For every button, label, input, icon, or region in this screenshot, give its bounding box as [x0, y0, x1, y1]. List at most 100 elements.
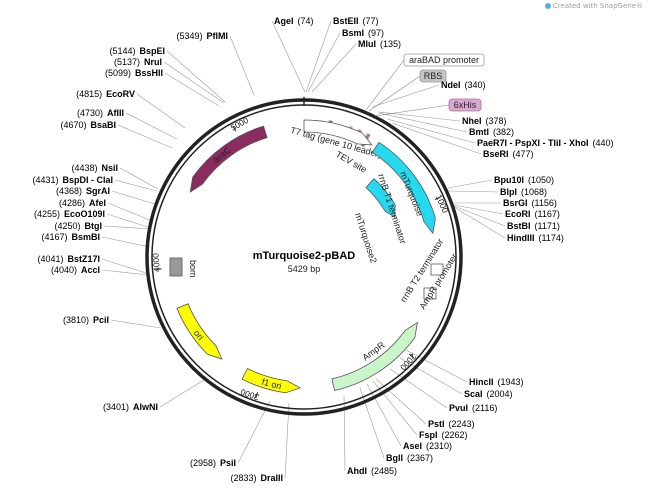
site-name-bpu10i: Bpu10I — [494, 175, 524, 185]
site-leader-agei — [271, 20, 306, 93]
site-leader-bspei — [166, 50, 226, 103]
site-pos-bsmbi: (4167) — [41, 232, 67, 242]
site-pcii: (3810)PciI — [63, 315, 109, 325]
site-pos-drai: (2833) — [230, 473, 256, 483]
site-name-agei: AgeI — [274, 16, 294, 26]
site-psti: (2243)PstI — [428, 419, 475, 429]
site-name-ecori: EcoRI — [505, 209, 531, 219]
site-name-alwni: AlwNI — [133, 402, 158, 412]
site-name-bspdi: BspDI - ClaI — [62, 175, 113, 185]
site-name-acci: AccI — [81, 265, 100, 275]
site-name-ahdi: AhdI — [347, 466, 367, 476]
site-leader-bstz17i — [101, 258, 150, 275]
site-asei: (2310)AseI — [403, 441, 452, 451]
site-leader-acci — [101, 269, 150, 276]
site-bsmi: (97) BsmI — [342, 28, 384, 38]
watermark: Created with SnapGene® — [544, 2, 643, 10]
site-leader-bsabi — [117, 124, 173, 149]
pill-his6 — [448, 98, 482, 112]
pill-connector-his6 — [374, 104, 450, 117]
feature-label-ori: ori — [192, 328, 206, 342]
site-bmti: (382)BmtI — [469, 127, 514, 137]
site-pos-eco0109i: (4255) — [34, 209, 60, 219]
box-rrnb-t2-box — [430, 263, 444, 276]
site-pos-pvui: (2116) — [472, 403, 497, 413]
site-name-bsmbi: BsmBI — [71, 232, 100, 242]
site-name-nhei: NheI — [462, 116, 482, 126]
site-name-paer7i: PaeR7I - PspXI - TliI - XhoI — [477, 138, 589, 148]
site-name-ecorv: EcoRV — [106, 89, 135, 99]
site-name-bsteii: BstEII — [333, 16, 359, 26]
site-name-aflii: AflII — [107, 108, 124, 118]
site-pos-nsii: (4438) — [71, 163, 97, 173]
site-ecorv: (4815) EcoRV — [76, 89, 135, 99]
pill-label-his6: 6xHis — [454, 100, 477, 110]
site-leader-paer7i — [386, 118, 476, 144]
site-name-eco0109i: EcoO109I — [64, 209, 105, 219]
site-leader-sgrai — [111, 190, 156, 205]
tick-5000 — [232, 125, 237, 132]
site-fspi: (2262)FspI — [419, 430, 468, 440]
site-name-bseri: BseRI — [483, 149, 509, 159]
site-leader-ndei — [371, 84, 440, 108]
site-leader-nsii — [119, 167, 159, 190]
site-sgrai: (4368)SgrAI — [56, 186, 110, 196]
site-name-hincii: HincII — [469, 377, 494, 387]
site-bspdi: (4431)BspDI - ClaI — [32, 175, 113, 185]
site-pos-acci: (4040) — [51, 265, 77, 275]
site-pos-ecori: (1167) — [535, 209, 560, 219]
site-name-bgli: BglI — [386, 453, 403, 463]
site-pos-bstbi: (1171) — [535, 221, 560, 231]
box-bom — [169, 257, 183, 277]
site-name-psii: PsiI — [220, 458, 236, 468]
site-leader-bsmbi — [101, 236, 151, 248]
site-leader-nrui — [163, 61, 225, 104]
site-bsabi: (4670)BsaBI — [60, 120, 116, 130]
site-bgli: (2367)BglI — [386, 453, 433, 463]
feature-boxes: bom — [169, 257, 444, 300]
site-name-bsabi: BsaBI — [90, 120, 116, 130]
site-name-mlui: MluI — [358, 39, 376, 49]
site-pos-ecorv: (4815) — [76, 89, 102, 99]
site-name-btgi: BtgI — [85, 221, 103, 231]
site-leader-ahdi — [343, 394, 346, 472]
site-pos-bsmi: (97) — [368, 28, 384, 38]
site-leader-hincii — [405, 349, 468, 383]
site-nhei: (378) NheI — [462, 116, 507, 126]
site-leader-scai — [399, 357, 463, 395]
site-pos-bmti: (382) — [493, 127, 514, 137]
tick-1000 — [434, 196, 441, 201]
watermark-text: Created with SnapGene® — [552, 2, 643, 10]
site-leader-ecori — [453, 204, 504, 215]
tick-label-4000: 4000 — [150, 252, 162, 272]
site-pos-nhei: (378) — [486, 116, 507, 126]
site-pos-paer7i: (440) — [593, 138, 614, 148]
site-pos-bstz17i: (4041) — [37, 254, 63, 264]
site-pos-blpi: (1068) — [521, 187, 547, 197]
site-leader-bmti — [378, 112, 468, 133]
site-pos-hindiii: (1174) — [539, 233, 564, 243]
site-pos-fspi: (2262) — [442, 430, 468, 440]
site-name-bsmi: BsmI — [342, 28, 364, 38]
site-name-hindiii: HindIII — [507, 233, 535, 243]
pill-label-arabad-promoter: araBAD promoter — [409, 55, 479, 65]
center-label: mTurquoise2-pBAD 5429 bp — [253, 250, 356, 274]
site-name-pcii: PciI — [93, 315, 109, 325]
site-drai: (2833) DraIII — [230, 473, 283, 483]
site-name-nrui: NruI — [144, 57, 162, 67]
site-pos-bspei: (5144) — [109, 46, 135, 56]
feature-ampr — [331, 321, 418, 392]
site-bstbi: (1171)BstBI — [507, 221, 560, 231]
site-ndei: (340)NdeI — [441, 80, 486, 90]
site-bsteii: (77)BstEII — [333, 16, 379, 26]
site-agei: (74) AgeI — [274, 16, 314, 26]
feature-f1ori — [241, 367, 302, 394]
site-pos-agei: (74) — [298, 16, 314, 26]
site-name-drai: DraIII — [260, 473, 283, 483]
site-ecori: (1167) EcoRI — [505, 209, 560, 219]
site-bsmbi: (4167) BsmBI — [41, 232, 100, 242]
site-scai: (2004)ScaI — [464, 389, 513, 399]
site-leader-psii — [237, 400, 271, 464]
site-pos-nrui: (5137) — [114, 57, 140, 67]
